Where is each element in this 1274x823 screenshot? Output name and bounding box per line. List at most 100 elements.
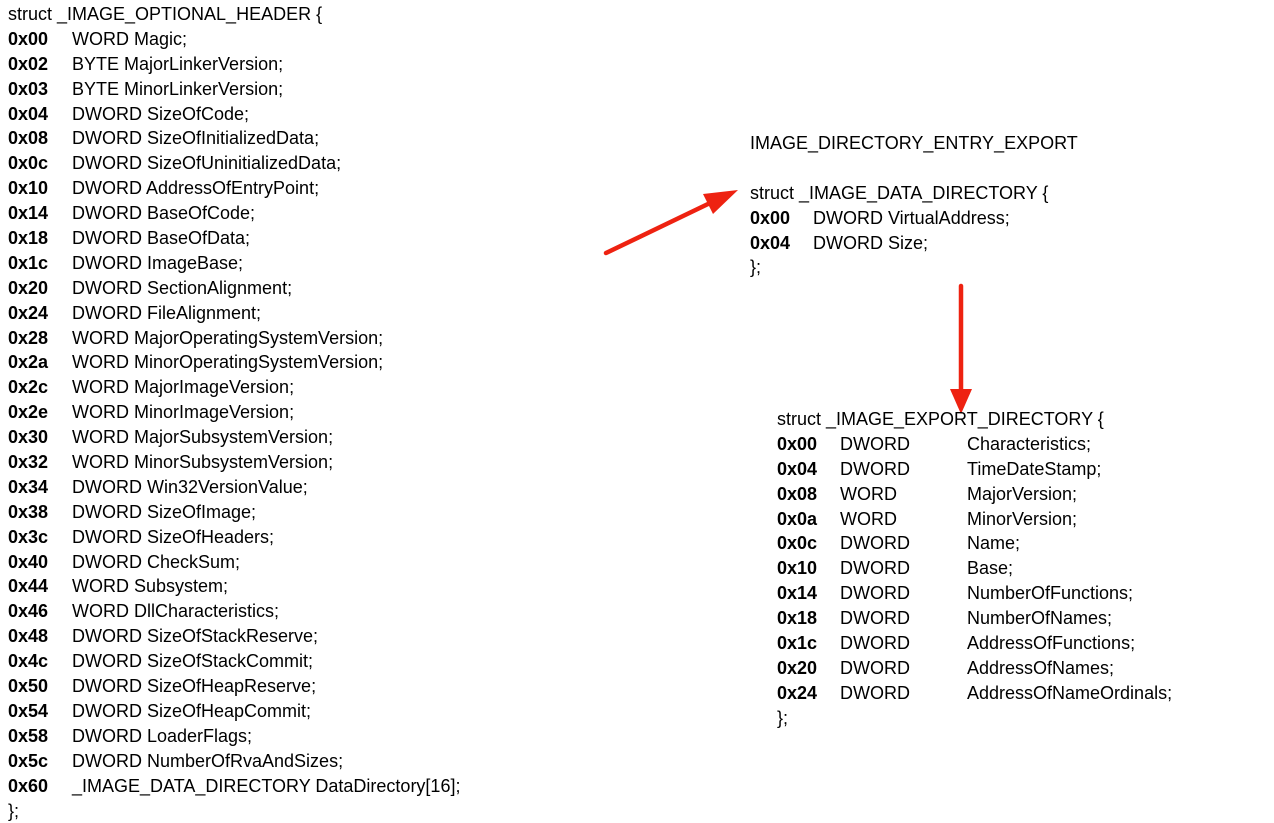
field-offset: 0x58 — [8, 724, 48, 749]
field-offset: 0x4c — [8, 649, 48, 674]
directory-label: IMAGE_DIRECTORY_ENTRY_EXPORT — [750, 131, 1078, 156]
field-declaration: DWORD BaseOfCode; — [72, 201, 255, 226]
field-declaration: DWORD SizeOfHeapReserve; — [72, 674, 316, 699]
field-offset: 0x20 — [8, 276, 48, 301]
field-type: WORD — [840, 482, 897, 507]
field-type: DWORD — [840, 606, 910, 631]
field-offset: 0x14 — [8, 201, 48, 226]
field-offset: 0x02 — [8, 52, 48, 77]
field-offset: 0x44 — [8, 574, 48, 599]
field-offset: 0x24 — [777, 681, 817, 706]
field-declaration: DWORD ImageBase; — [72, 251, 243, 276]
field-offset: 0x00 — [750, 206, 790, 231]
field-offset: 0x38 — [8, 500, 48, 525]
field-name: AddressOfNameOrdinals; — [967, 681, 1172, 706]
field-declaration: WORD DllCharacteristics; — [72, 599, 279, 624]
field-offset: 0x28 — [8, 326, 48, 351]
field-type: DWORD — [840, 556, 910, 581]
field-declaration: WORD MajorOperatingSystemVersion; — [72, 326, 383, 351]
field-type: DWORD — [840, 581, 910, 606]
field-declaration: DWORD CheckSum; — [72, 550, 240, 575]
field-type: DWORD — [840, 631, 910, 656]
field-offset: 0x2c — [8, 375, 48, 400]
field-offset: 0x24 — [8, 301, 48, 326]
field-offset: 0x48 — [8, 624, 48, 649]
field-offset: 0x5c — [8, 749, 48, 774]
struct-close: }; — [777, 706, 788, 731]
field-name: AddressOfFunctions; — [967, 631, 1135, 656]
field-offset: 0x08 — [777, 482, 817, 507]
field-offset: 0x18 — [8, 226, 48, 251]
field-offset: 0x54 — [8, 699, 48, 724]
field-declaration: DWORD LoaderFlags; — [72, 724, 252, 749]
field-offset: 0x0a — [777, 507, 817, 532]
field-type: DWORD — [840, 656, 910, 681]
field-name: NumberOfFunctions; — [967, 581, 1133, 606]
field-offset: 0x04 — [8, 102, 48, 127]
field-offset: 0x40 — [8, 550, 48, 575]
field-declaration: DWORD SizeOfInitializedData; — [72, 126, 319, 151]
field-offset: 0x34 — [8, 475, 48, 500]
field-offset: 0x1c — [8, 251, 48, 276]
field-declaration: _IMAGE_DATA_DIRECTORY DataDirectory[16]; — [72, 774, 460, 799]
field-name: NumberOfNames; — [967, 606, 1112, 631]
field-name: Base; — [967, 556, 1013, 581]
field-name: TimeDateStamp; — [967, 457, 1101, 482]
field-offset: 0x00 — [777, 432, 817, 457]
field-declaration: DWORD SizeOfCode; — [72, 102, 249, 127]
field-name: Name; — [967, 531, 1020, 556]
field-declaration: WORD MinorSubsystemVersion; — [72, 450, 333, 475]
field-offset: 0x2a — [8, 350, 48, 375]
field-declaration: DWORD FileAlignment; — [72, 301, 261, 326]
field-declaration: WORD MajorImageVersion; — [72, 375, 294, 400]
struct-open: struct _IMAGE_DATA_DIRECTORY { — [750, 181, 1048, 206]
field-offset: 0x20 — [777, 656, 817, 681]
field-declaration: DWORD SectionAlignment; — [72, 276, 292, 301]
field-offset: 0x04 — [777, 457, 817, 482]
field-declaration: DWORD NumberOfRvaAndSizes; — [72, 749, 343, 774]
field-declaration: WORD MinorOperatingSystemVersion; — [72, 350, 383, 375]
field-declaration: DWORD SizeOfHeapCommit; — [72, 699, 311, 724]
field-declaration: DWORD AddressOfEntryPoint; — [72, 176, 319, 201]
field-offset: 0x30 — [8, 425, 48, 450]
field-declaration: DWORD SizeOfUninitializedData; — [72, 151, 341, 176]
field-type: WORD — [840, 507, 897, 532]
field-declaration: BYTE MinorLinkerVersion; — [72, 77, 283, 102]
field-name: MinorVersion; — [967, 507, 1077, 532]
field-offset: 0x08 — [8, 126, 48, 151]
arrow-icon-diagonal — [606, 190, 738, 253]
field-type: DWORD — [840, 432, 910, 457]
field-offset: 0x0c — [777, 531, 817, 556]
field-offset: 0x0c — [8, 151, 48, 176]
field-offset: 0x1c — [777, 631, 817, 656]
field-type: DWORD — [840, 457, 910, 482]
field-declaration: WORD Subsystem; — [72, 574, 228, 599]
field-offset: 0x50 — [8, 674, 48, 699]
field-offset: 0x3c — [8, 525, 48, 550]
field-offset: 0x10 — [777, 556, 817, 581]
field-declaration: DWORD BaseOfData; — [72, 226, 250, 251]
field-declaration: WORD Magic; — [72, 27, 187, 52]
field-name: Characteristics; — [967, 432, 1091, 457]
field-offset: 0x32 — [8, 450, 48, 475]
field-declaration: WORD MajorSubsystemVersion; — [72, 425, 333, 450]
field-type: DWORD — [840, 681, 910, 706]
field-declaration: DWORD SizeOfHeaders; — [72, 525, 274, 550]
field-offset: 0x10 — [8, 176, 48, 201]
field-declaration: DWORD VirtualAddress; — [813, 206, 1010, 231]
field-offset: 0x14 — [777, 581, 817, 606]
field-offset: 0x04 — [750, 231, 790, 256]
field-offset: 0x2e — [8, 400, 48, 425]
field-declaration: WORD MinorImageVersion; — [72, 400, 294, 425]
field-declaration: DWORD Size; — [813, 231, 928, 256]
field-declaration: BYTE MajorLinkerVersion; — [72, 52, 283, 77]
field-offset: 0x00 — [8, 27, 48, 52]
field-type: DWORD — [840, 531, 910, 556]
struct-open: struct _IMAGE_EXPORT_DIRECTORY { — [777, 407, 1104, 432]
field-name: MajorVersion; — [967, 482, 1077, 507]
field-name: AddressOfNames; — [967, 656, 1114, 681]
field-declaration: DWORD SizeOfStackReserve; — [72, 624, 318, 649]
field-offset: 0x46 — [8, 599, 48, 624]
field-declaration: DWORD Win32VersionValue; — [72, 475, 308, 500]
field-offset: 0x03 — [8, 77, 48, 102]
